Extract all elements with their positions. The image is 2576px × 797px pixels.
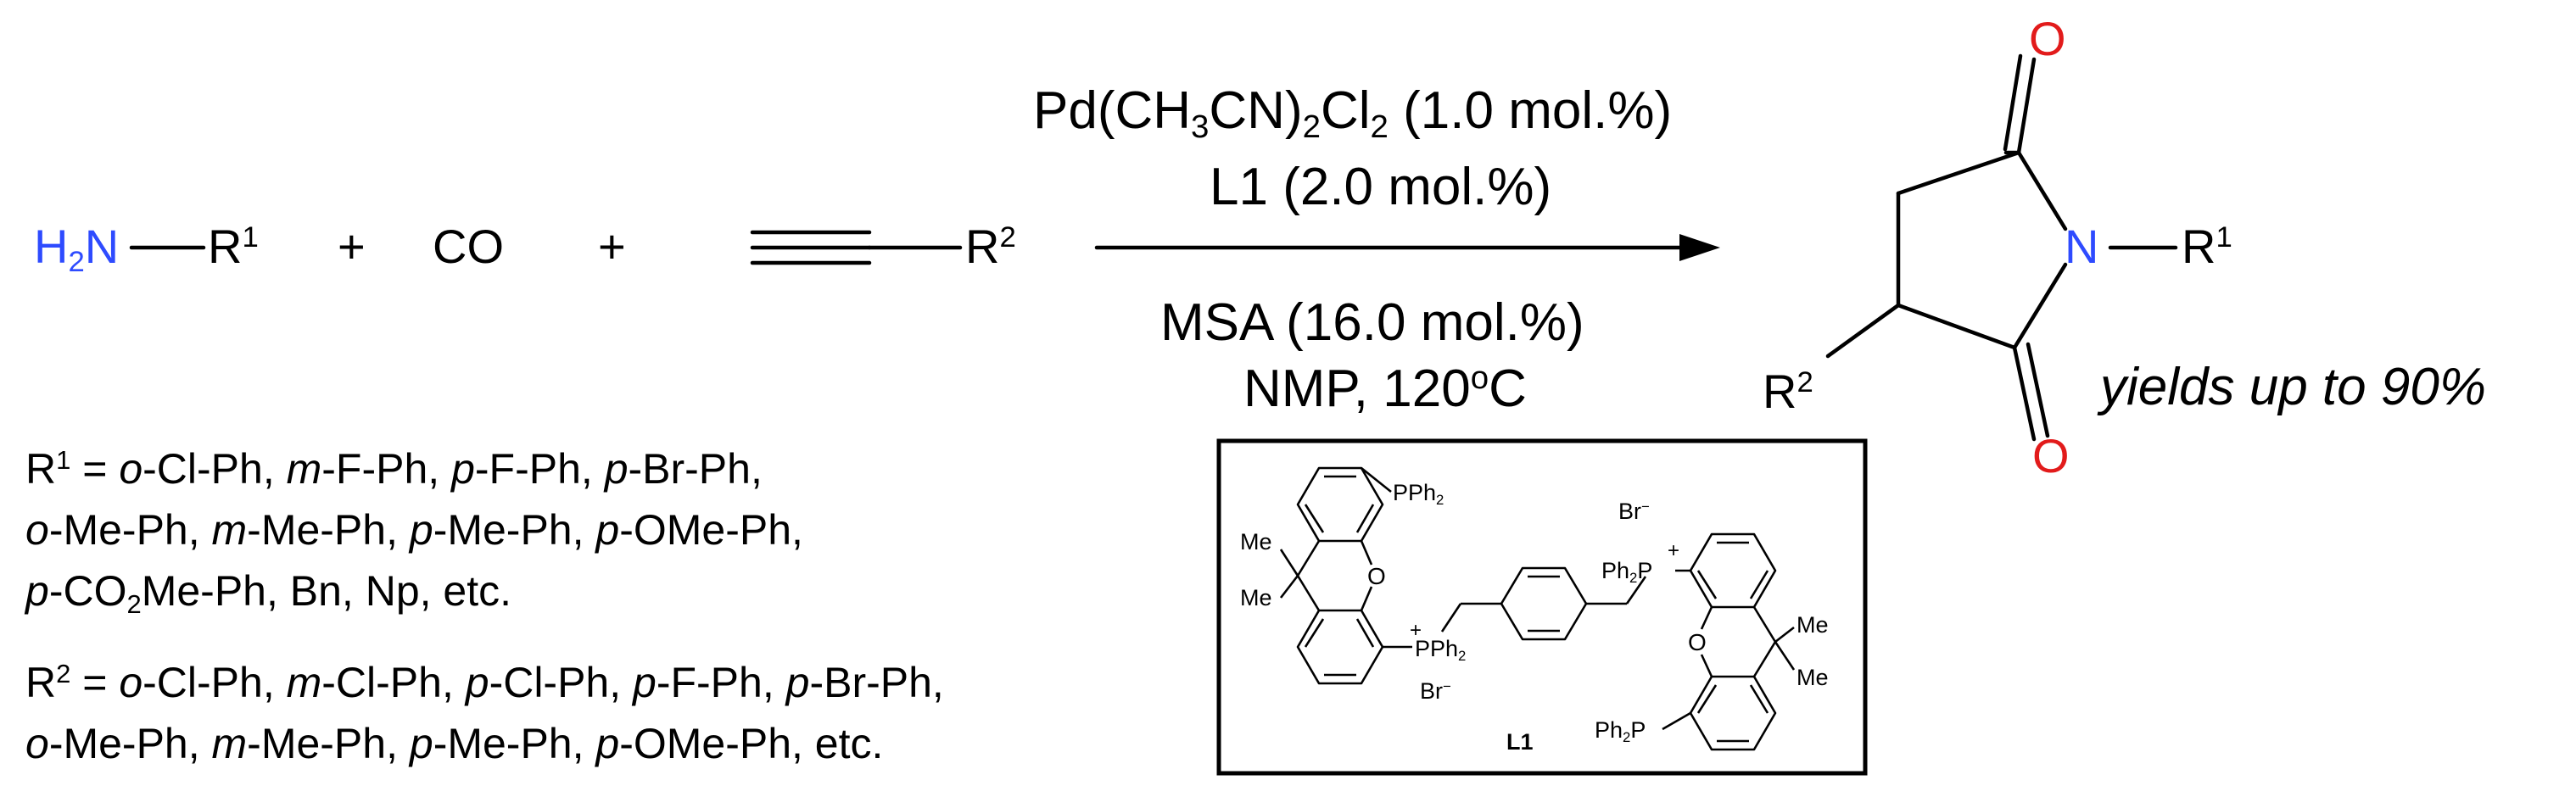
scope-text-run: = <box>70 659 120 706</box>
scope-text-run: p <box>409 720 433 767</box>
alkyne-r2-letter: R <box>965 220 1000 273</box>
scope-text-run: p <box>595 720 620 767</box>
scope-text-run: -OMe-Ph, etc. <box>619 720 884 767</box>
scope-text-run: -F-Ph, <box>656 659 786 706</box>
product-oxygen-bottom: O <box>2032 429 2070 482</box>
ligand-phosphonium-plus-right: + <box>1668 539 1680 562</box>
scope-text-run: -Me-Ph, <box>247 720 410 767</box>
ligand-ph2p-right: Ph2P <box>1601 558 1653 586</box>
plus-sign-2: + <box>598 220 626 273</box>
scope-text-run: -Cl-Ph, <box>489 659 634 706</box>
scope-text-run: -F-Ph, <box>321 445 452 493</box>
ligand-methyl-b: Me <box>1240 585 1272 610</box>
scope-text-run: -Me-Ph, <box>48 720 212 767</box>
ligand-ph2p-bottom: Ph2P <box>1595 717 1646 745</box>
ligand-oxygen-left: O <box>1367 563 1386 589</box>
product-ring <box>1825 53 2178 442</box>
scope-r1-line-2: o-Me-Ph, m-Me-Ph, p-Me-Ph, p-OMe-Ph, <box>25 509 803 551</box>
ligand-condition: L1 (2.0 mol.%) <box>1210 158 1552 216</box>
alkyne-r2: R2 <box>965 223 1016 270</box>
scope-text-run: o <box>119 445 143 493</box>
ligand-pph2-left: PPh2 <box>1415 636 1467 664</box>
scope-text-run: -Me-Ph, <box>48 506 212 554</box>
scope-text-run: -Br-Ph, <box>809 659 944 706</box>
product-r2: R2 <box>1763 365 1813 418</box>
scope-text-run: -Me-Ph, <box>247 506 410 554</box>
scope-text-run: m <box>286 445 322 493</box>
amine-n: N <box>84 220 120 273</box>
scope-text-run: m <box>211 506 248 554</box>
scope-r2-line-1: R2 = o-Cl-Ph, m-Cl-Ph, p-Cl-Ph, p-F-Ph, … <box>25 658 944 706</box>
solvent-temperature-condition: NMP, 120oC <box>1243 359 1527 418</box>
acid-condition: MSA (16.0 mol.%) <box>1160 293 1584 352</box>
ligand-box <box>1216 438 1868 776</box>
scope-text-run: -Cl-Ph, <box>321 659 466 706</box>
scope-text-run: p <box>465 659 489 706</box>
scope-text-run: p <box>633 659 657 706</box>
scope-text-run: o <box>119 659 143 706</box>
ligand-structure <box>1279 466 1796 751</box>
scope-r1-line-1: R1 = o-Cl-Ph, m-F-Ph, p-F-Ph, p-Br-Ph, <box>25 444 763 493</box>
scope-text-run: m <box>286 659 322 706</box>
scope-text-run: p <box>785 659 810 706</box>
scope-r1-line-3: p-CO2Me-Ph, Bn, Np, etc. <box>25 567 511 619</box>
product-r1: R1 <box>2182 220 2232 273</box>
scope-text-run: p <box>409 506 433 554</box>
scope-text-run: = <box>70 445 120 493</box>
ligand-methyl-c: Me <box>1796 612 1829 638</box>
scope-text-run: -Cl-Ph, <box>142 659 287 706</box>
amine-r1-superscript: 1 <box>242 220 259 254</box>
scope-text-run: -F-Ph, <box>474 445 605 493</box>
carbon-monoxide-label: CO <box>433 220 504 273</box>
alkyne-r2-superscript: 2 <box>999 220 1016 254</box>
amine-h: H <box>34 220 69 273</box>
ligand-methyl-d: Me <box>1796 665 1829 690</box>
scope-text-run: -Me-Ph, <box>433 720 596 767</box>
ligand-bromide-right: Br− <box>1618 498 1650 524</box>
amine-r1-letter: R <box>208 220 243 273</box>
scope-r2-line-2: o-Me-Ph, m-Me-Ph, p-Me-Ph, p-OMe-Ph, etc… <box>25 722 883 765</box>
ligand-pph2-top: PPh2 <box>1393 480 1444 508</box>
catalyst-condition: Pd(CH3CN)2Cl2 (1.0 mol.%) <box>1033 81 1673 145</box>
scope-text-run: o <box>25 720 49 767</box>
scope-text-run: m <box>211 720 248 767</box>
reaction-arrow-head <box>1679 234 1720 261</box>
ligand-oxygen-right: O <box>1688 629 1707 655</box>
ligand-label: L1 <box>1506 729 1534 755</box>
scope-text-run: -Br-Ph, <box>628 445 763 493</box>
scope-text-run: p <box>595 506 620 554</box>
amine-r1: R1 <box>208 223 259 270</box>
product-oxygen-top: O <box>2029 12 2066 65</box>
scope-text-run: -Me-Ph, <box>433 506 596 554</box>
ligand-methyl-a: Me <box>1240 529 1272 555</box>
ligand-bromide-left: Br− <box>1420 677 1451 704</box>
scope-text-run: -OMe-Ph, <box>619 506 803 554</box>
amine-label: H2N <box>34 220 120 277</box>
amine-h-subscript: 2 <box>68 245 85 278</box>
plus-sign-1: + <box>338 220 366 273</box>
scope-text-run: p <box>604 445 629 493</box>
scope-text-run: -Cl-Ph, <box>142 445 287 493</box>
scope-text-run: o <box>25 506 49 554</box>
ligand-phosphonium-plus-left: + <box>1410 619 1422 642</box>
yield-note: yields up to 90% <box>2100 358 2486 416</box>
scope-text-run: p <box>451 445 475 493</box>
product-nitrogen: N <box>2065 220 2099 273</box>
